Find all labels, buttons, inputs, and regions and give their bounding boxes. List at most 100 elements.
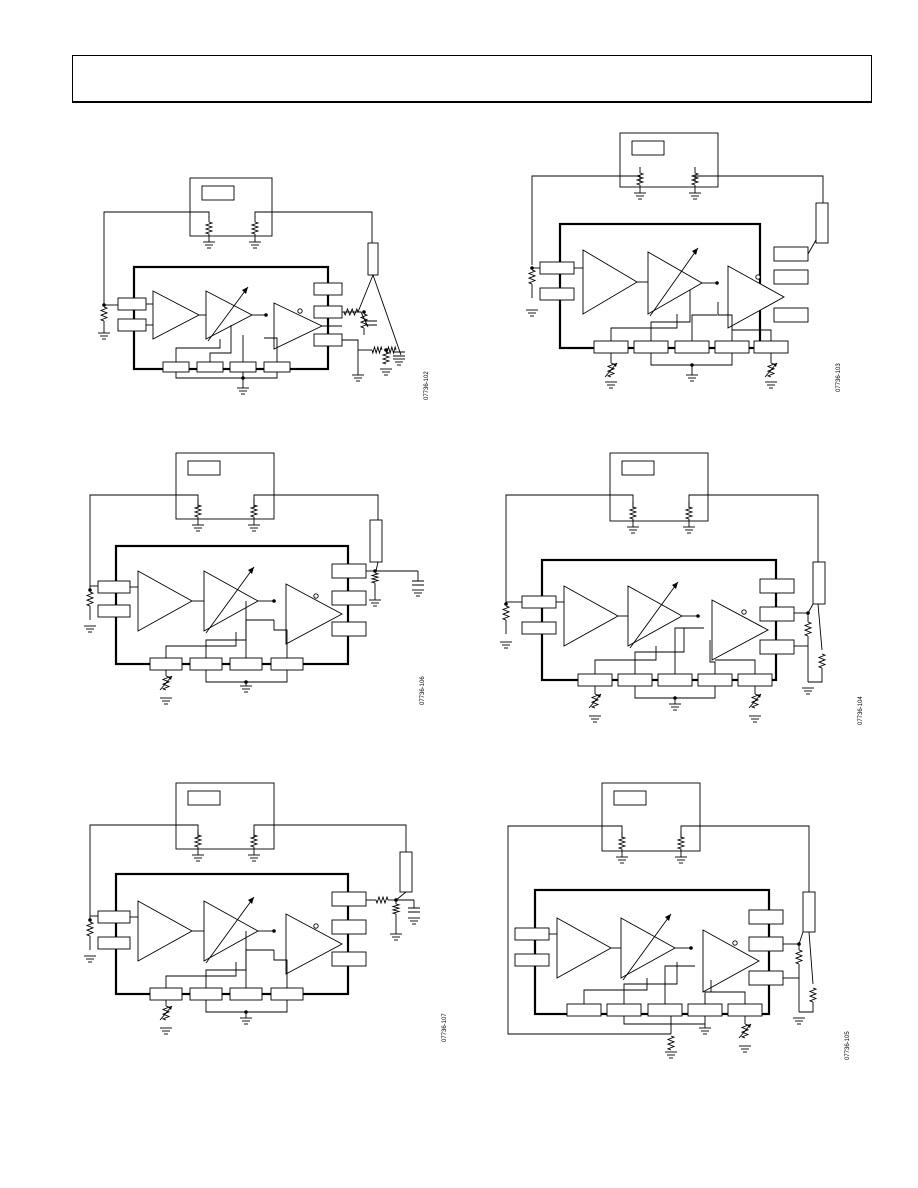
capacitor-symbol [412, 580, 424, 586]
wire [623, 962, 678, 1004]
schematic-figure-3: 07736-106 [78, 450, 448, 710]
resistor-symbol [359, 313, 369, 329]
pin-block [270, 657, 304, 671]
gain-arrow [205, 896, 255, 964]
wire [680, 825, 810, 892]
pin-block [657, 673, 693, 687]
resistor-symbol [193, 834, 203, 848]
wire [717, 302, 733, 341]
pin-block [331, 563, 367, 579]
ground-symbol [699, 1027, 711, 1035]
resistor-symbol [527, 269, 537, 285]
pin-block [647, 1003, 683, 1017]
wire [705, 991, 746, 1004]
wire [650, 290, 691, 341]
ground-symbol [605, 381, 617, 389]
resistor-symbol [628, 506, 638, 520]
amplifier-triangle [563, 585, 619, 647]
ground-symbol [793, 1017, 805, 1025]
wire [507, 825, 671, 1035]
ground-symbol [689, 192, 701, 200]
resistor-symbol [676, 836, 686, 850]
wire [253, 494, 379, 520]
gain-arrow [649, 247, 699, 317]
wire [694, 175, 824, 203]
resistor-symbol [249, 834, 259, 848]
ground-symbol [240, 685, 252, 693]
probe-body [367, 242, 379, 276]
pin-block [196, 361, 224, 373]
pin-block [593, 340, 629, 354]
wire [89, 824, 199, 920]
schematic-svg-3: 07736-106 [84, 452, 426, 705]
probe-body [802, 891, 816, 933]
ground-symbol [669, 703, 681, 711]
ground-symbol [248, 524, 260, 532]
wire [253, 824, 407, 852]
ground-symbol [675, 856, 687, 864]
junction-dot [504, 602, 508, 606]
ground-symbol [408, 917, 420, 925]
resistor-symbol [794, 949, 804, 965]
junction-dot [272, 929, 276, 933]
resistor-symbol [343, 307, 359, 317]
junction-dot [264, 313, 268, 317]
schematic-figure-5: 07736-107 [78, 780, 448, 1042]
pin-block [773, 307, 809, 323]
pin-block [773, 246, 809, 262]
schematic-figure-1: 07736-102 [96, 175, 446, 405]
wire [165, 632, 237, 658]
ground-symbol [192, 524, 204, 532]
wire [505, 494, 634, 604]
ground-symbol [352, 374, 364, 382]
resistor-symbol [684, 506, 694, 520]
pin-block [189, 987, 223, 1001]
wire [691, 314, 717, 341]
schematic-figure-4: 07736-104 [498, 450, 868, 730]
resistor-symbol [391, 903, 401, 915]
instrument-display [187, 790, 221, 806]
ground-symbol [412, 589, 424, 597]
pin-block [687, 1003, 723, 1017]
ground-symbol [248, 854, 260, 862]
resistor-symbol [371, 345, 383, 355]
ground-symbol [765, 381, 777, 389]
pin-block [97, 936, 131, 950]
wire [594, 646, 657, 674]
resistor-symbol [99, 306, 109, 322]
ground-symbol [665, 1051, 677, 1059]
pin-block [753, 340, 789, 354]
header-box [72, 55, 872, 103]
ground-symbol [802, 687, 814, 695]
differential-amplifier [285, 583, 343, 645]
amplifier-triangle [137, 900, 193, 962]
resistor-symbol [249, 504, 259, 518]
pin-block [331, 919, 367, 935]
capacitor-symbol [393, 351, 405, 357]
ground-symbol [390, 933, 402, 941]
arrow-head [168, 1006, 172, 1010]
ground-symbol [683, 526, 695, 534]
wire [715, 659, 756, 674]
pin-block [539, 287, 575, 301]
arrow-head [757, 694, 761, 698]
pin-block [97, 580, 131, 594]
resistor-symbol [501, 605, 511, 621]
ground-symbol [526, 309, 538, 317]
ground-symbol [369, 599, 381, 607]
pin-block [514, 953, 550, 967]
wire [610, 314, 678, 341]
resistor-symbol [375, 895, 389, 905]
variable-gain-amplifier [647, 251, 703, 315]
wire [205, 1000, 288, 1013]
resistor-symbol [204, 221, 214, 235]
capacitor-symbol [365, 320, 377, 326]
wire [798, 931, 804, 945]
ground-symbol [98, 332, 110, 340]
pin-block [737, 673, 773, 687]
schematic-figure-6: 07736-105 [505, 780, 865, 1070]
pin-block [539, 261, 575, 275]
pin-block [263, 361, 291, 373]
pin-block [759, 639, 795, 655]
